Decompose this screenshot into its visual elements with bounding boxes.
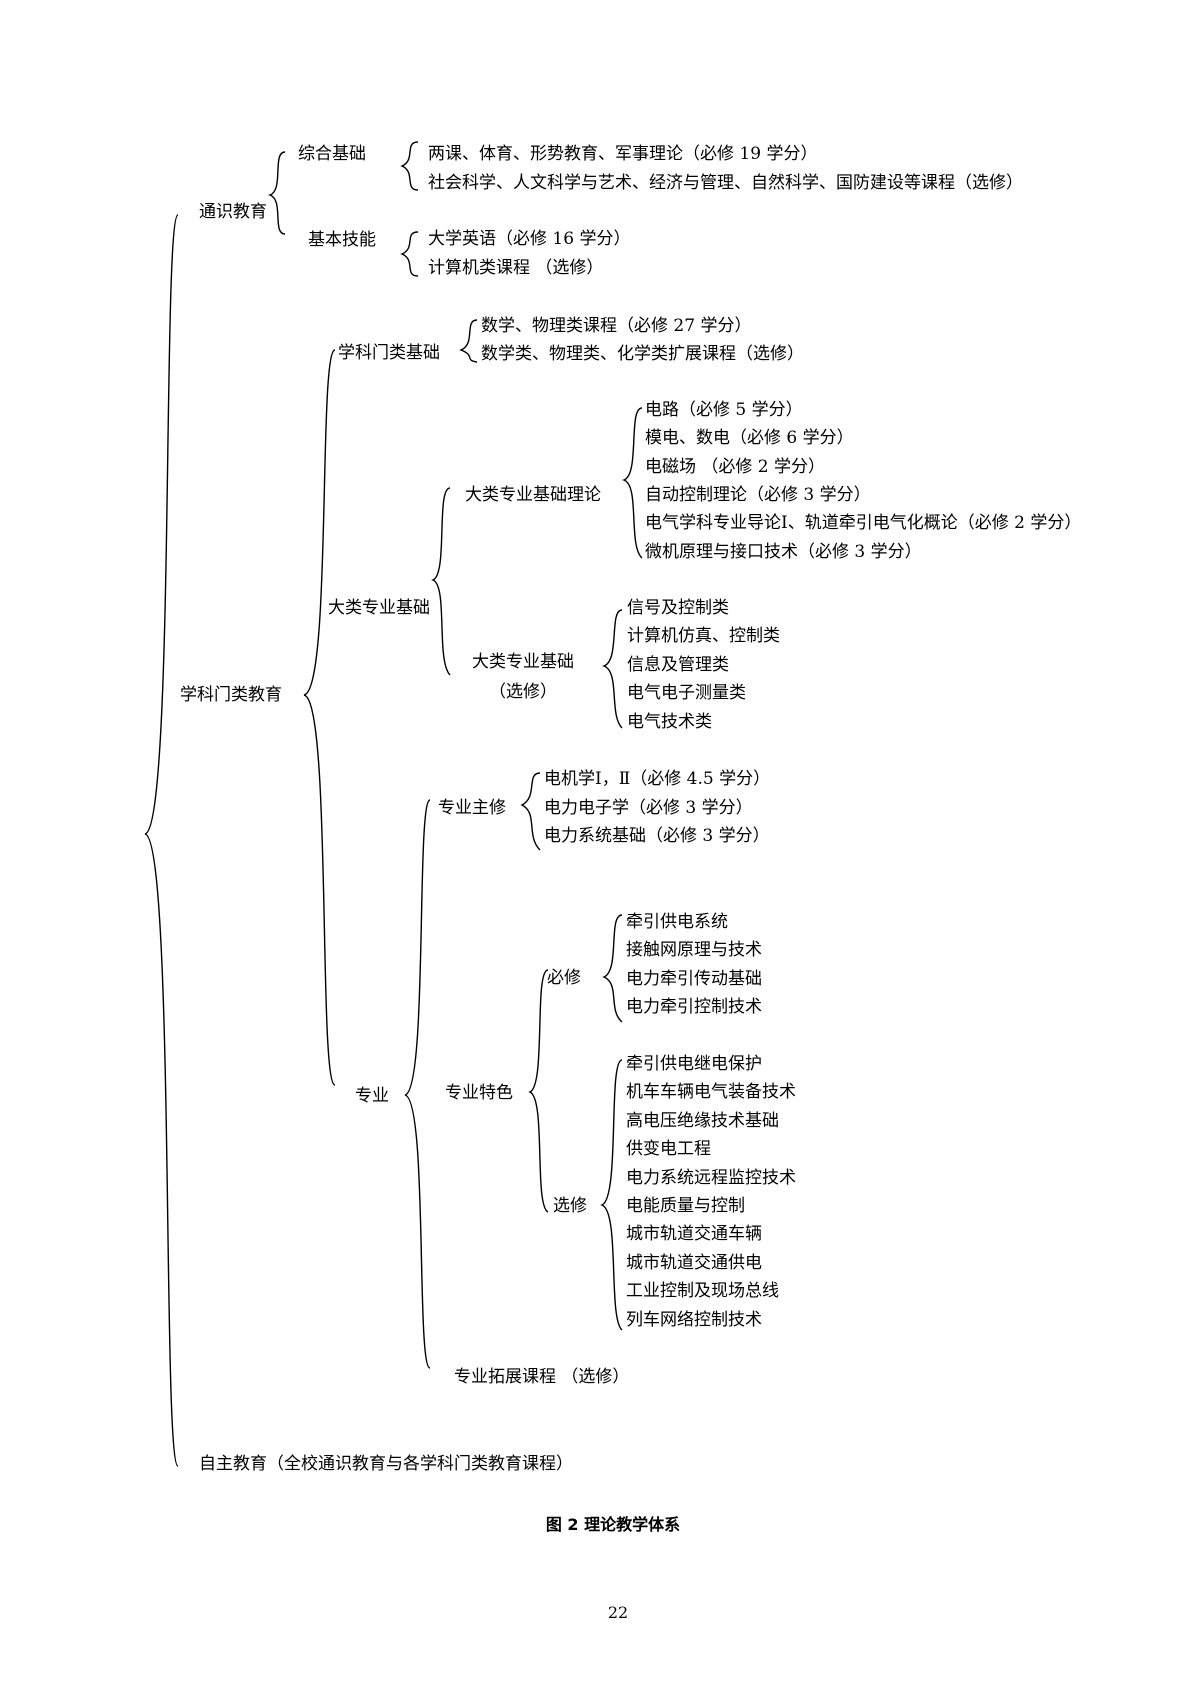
node-general-education: 通识教育 [199,202,267,222]
node-broad-major-elective-line1: 大类专业基础 [472,652,574,672]
node-elective: 选修 [553,1196,587,1216]
leaf-item: 计算机类课程 （选修） [428,258,604,278]
leaf-item: 电力牵引控制技术 [626,997,762,1017]
leaf-item: 信号及控制类 [627,598,729,618]
leaf-item: 城市轨道交通车辆 [626,1224,762,1244]
leaf-item: 数学类、物理类、化学类扩展课程（选修） [481,344,804,364]
leaf-item: 自动控制理论（必修 3 学分） [645,485,871,505]
node-required: 必修 [547,968,581,988]
leaf-item: 牵引供电系统 [626,912,728,932]
node-broad-major-elective-line2: （选修） [489,682,557,702]
leaf-item: 列车网络控制技术 [626,1310,762,1330]
node-major-extension: 专业拓展课程 （选修） [454,1367,630,1387]
leaf-item: 供变电工程 [626,1139,711,1159]
node-autonomous-education: 自主教育（全校通识教育与各学科门类教育课程） [199,1454,573,1474]
leaf-item: 电机学Ⅰ，Ⅱ（必修 4.5 学分） [544,769,771,789]
node-broad-major-foundation: 大类专业基础 [328,598,430,618]
leaf-item: 数学、物理类课程（必修 27 学分） [481,316,752,336]
leaf-item: 机车车辆电气装备技术 [626,1082,796,1102]
leaf-item: 电力牵引传动基础 [626,969,762,989]
node-discipline-foundation: 学科门类基础 [338,343,440,363]
leaf-item: 模电、数电（必修 6 学分） [645,428,854,448]
leaf-item: 牵引供电继电保护 [626,1054,762,1074]
leaf-item: 电气技术类 [627,712,712,732]
leaf-item: 电磁场 （必修 2 学分） [645,457,826,477]
brace-zonghe [400,141,419,191]
leaf-item: 电气学科专业导论Ⅰ、轨道牵引电气化概论（必修 2 学分） [645,513,1082,533]
brace-xueke [303,349,336,1086]
leaf-item: 电力电子学（必修 3 学分） [544,798,753,818]
node-discipline-education: 学科门类教育 [180,685,282,705]
node-comprehensive-foundation: 综合基础 [298,144,366,164]
leaf-item: 微机原理与接口技术（必修 3 学分） [645,542,922,562]
brace-zhuanye [404,799,431,1369]
leaf-item: 电力系统远程监控技术 [626,1168,796,1188]
brace-dalei-xuanxiu [602,609,623,729]
brace-dalei [431,487,451,676]
brace-xueke-jichu [459,319,478,363]
leaf-item: 社会科学、人文科学与艺术、经济与管理、自然科学、国防建设等课程（选修） [428,173,1023,193]
leaf-item: 计算机仿真、控制类 [627,626,780,646]
leaf-item: 城市轨道交通供电 [626,1253,762,1273]
node-major-feature: 专业特色 [445,1083,513,1103]
leaf-item: 电路（必修 5 学分） [645,400,803,420]
leaf-item: 工业控制及现场总线 [626,1281,779,1301]
node-broad-major-theory: 大类专业基础理论 [465,485,601,505]
figure-caption: 图 2 理论教学体系 [545,1515,681,1534]
brace-root [144,214,179,1467]
brace-bixiu [602,914,623,1023]
leaf-item: 两课、体育、形势教育、军事理论（必修 19 学分） [428,144,818,164]
brace-dalei-lilun [622,407,643,559]
leaf-item: 电气电子测量类 [627,683,746,703]
node-basic-skills: 基本技能 [308,230,376,250]
brace-tongshi [267,151,286,235]
leaf-item: 接触网原理与技术 [626,940,762,960]
brace-xuanxiu [600,1059,623,1331]
leaf-item: 电能质量与控制 [626,1196,745,1216]
node-major-core: 专业主修 [438,798,506,818]
brace-zhuxiu [520,772,541,851]
brace-jiben [400,231,419,277]
page-number: 22 [607,1603,629,1622]
leaf-item: 高电压绝缘技术基础 [626,1111,779,1131]
brace-tese [528,969,549,1213]
leaf-item: 大学英语（必修 16 学分） [428,229,631,249]
node-major: 专业 [355,1086,389,1106]
leaf-item: 信息及管理类 [627,655,729,675]
leaf-item: 电力系统基础（必修 3 学分） [544,826,770,846]
